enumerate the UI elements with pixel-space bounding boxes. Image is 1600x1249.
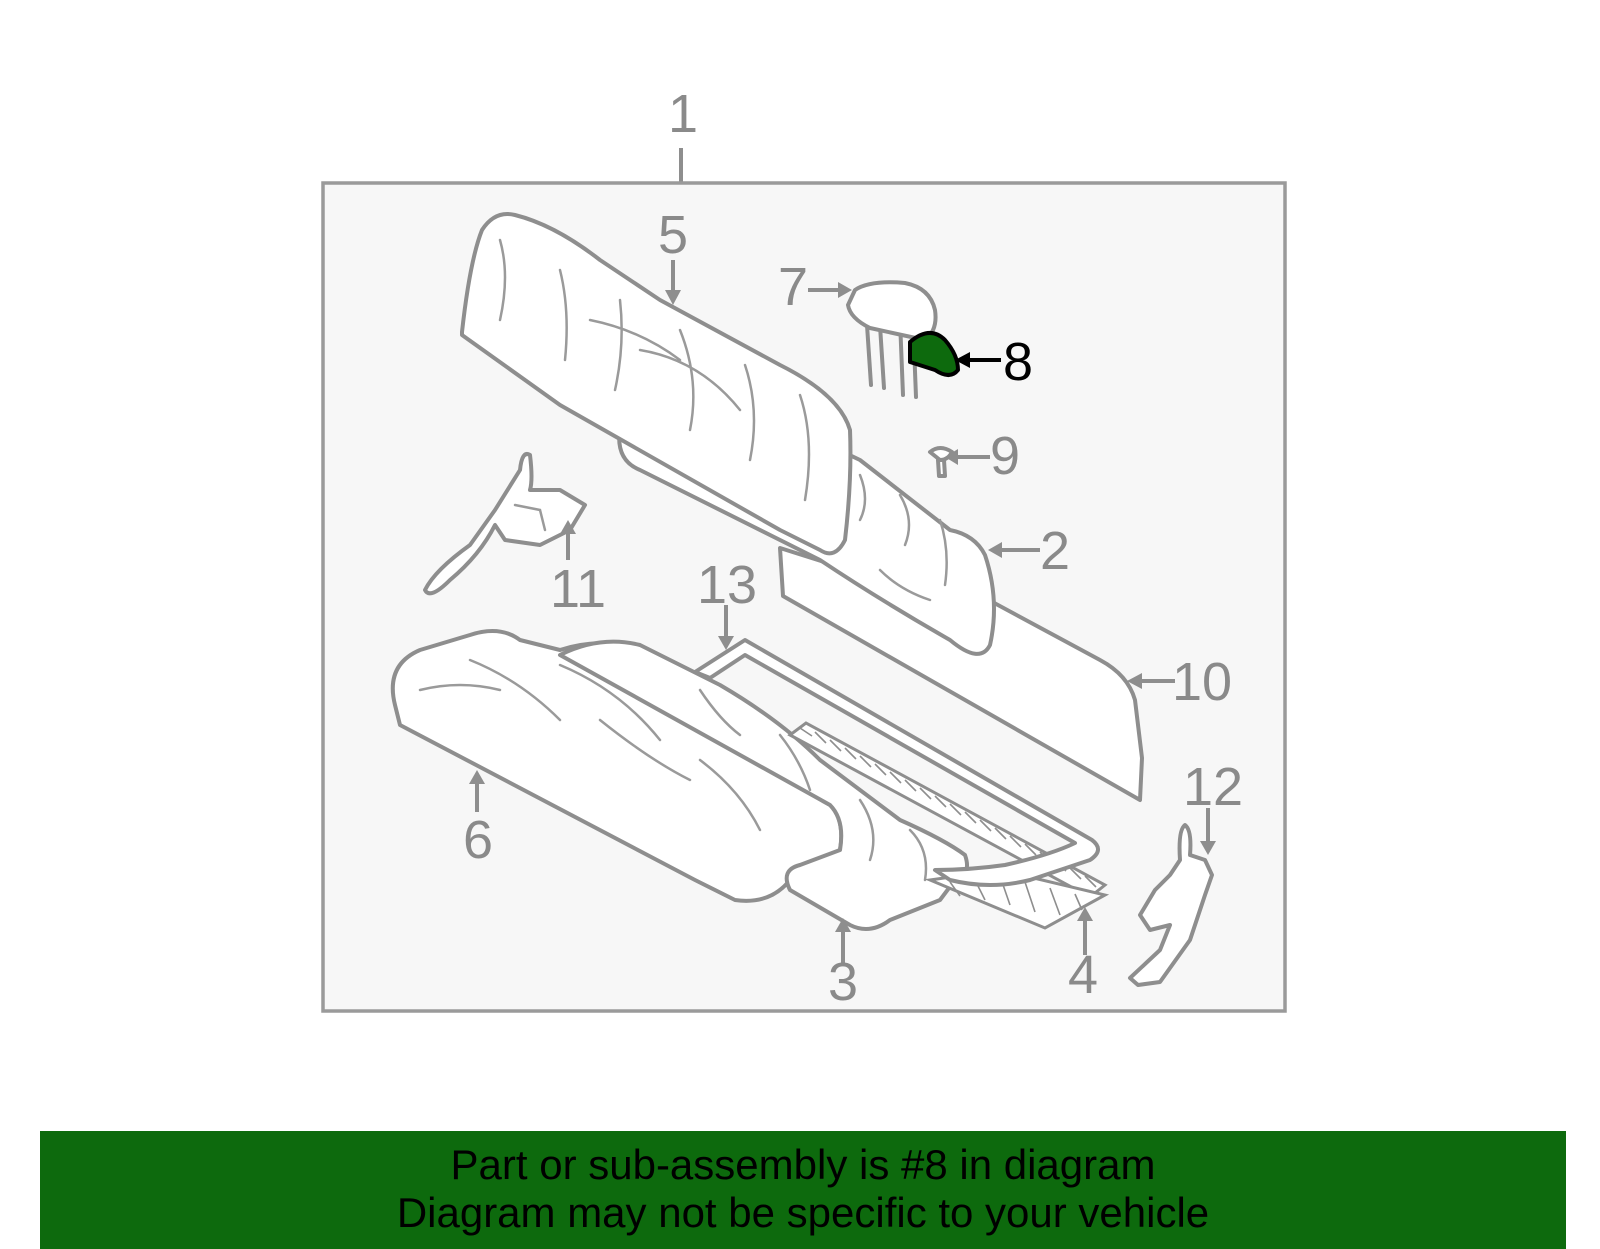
part-11-detail <box>513 503 547 532</box>
banner-disclaimer: Diagram may not be specific to your vehi… <box>396 1189 1210 1236</box>
part-11-latch <box>423 452 587 596</box>
callout-4: 4 <box>1068 945 1098 1005</box>
callout-leaders <box>469 260 1216 963</box>
callout-6: 6 <box>463 810 493 870</box>
part-2-detail <box>858 473 948 602</box>
callout-7: 7 <box>778 257 808 317</box>
callout-1: 1 <box>668 84 698 144</box>
part-8-headrest-cover <box>908 331 960 377</box>
callout-2: 2 <box>1040 521 1070 581</box>
part-3-seat-cushion <box>558 639 969 931</box>
part-12-bracket <box>1128 823 1214 987</box>
callout-13: 13 <box>697 555 757 615</box>
part-10-back-panel <box>778 546 1144 802</box>
part-9-pin <box>928 446 954 478</box>
banner-part-note: Part or sub-assembly is #8 in diagram <box>450 1141 1156 1188</box>
callout-3: 3 <box>828 952 858 1012</box>
callout-10: 10 <box>1172 652 1232 712</box>
callout-5: 5 <box>658 205 688 265</box>
part-6-detail <box>418 658 762 832</box>
part-5-backrest-cover <box>460 212 853 556</box>
callout-12: 12 <box>1183 757 1243 817</box>
callout-8: 8 <box>1003 332 1033 392</box>
part-13-seat-frame <box>693 638 1100 887</box>
info-banner: Part or sub-assembly is #8 in diagram Di… <box>40 1131 1566 1249</box>
part-7-headrest <box>846 280 938 342</box>
callout-11: 11 <box>550 559 606 619</box>
part-5-detail <box>498 238 811 502</box>
part-7-headrest-posts <box>864 308 918 399</box>
part-3-detail <box>698 688 928 882</box>
callout-9: 9 <box>990 426 1020 486</box>
